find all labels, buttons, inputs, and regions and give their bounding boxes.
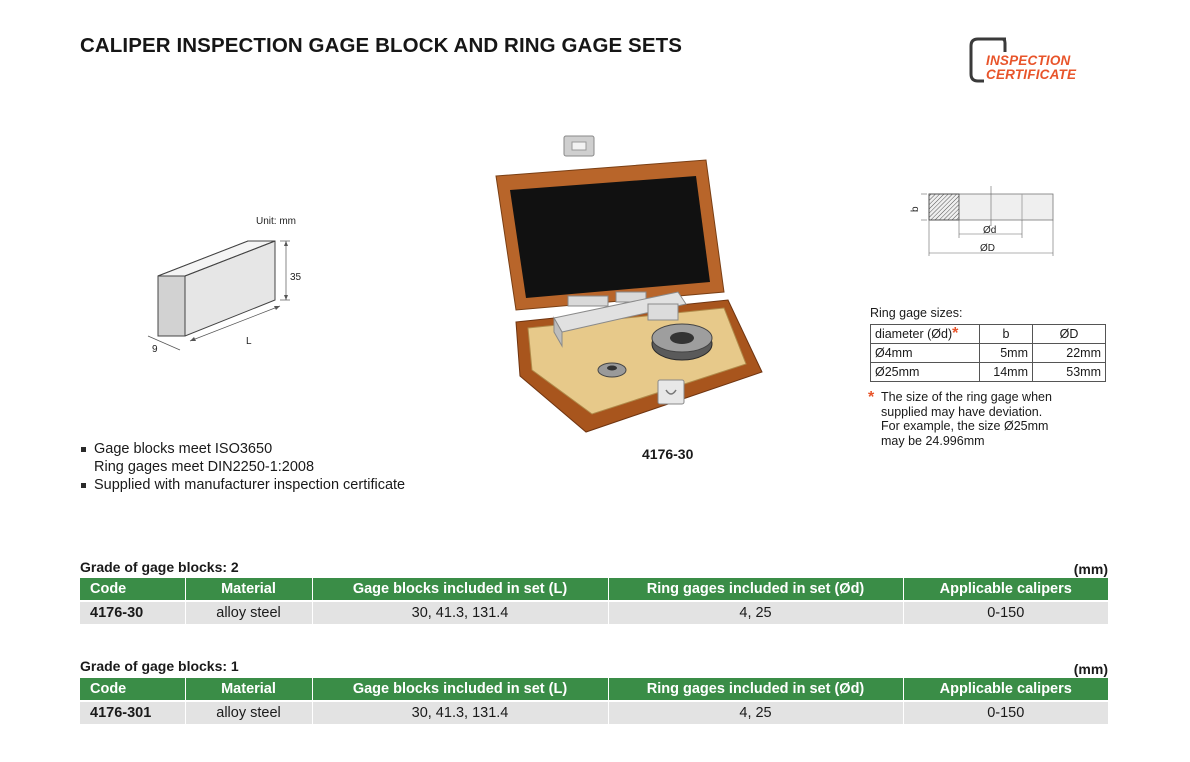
table-row: 4176-30 alloy steel 30, 41.3, 131.4 4, 2…: [80, 600, 1108, 624]
badge-line-1: INSPECTION: [986, 53, 1071, 68]
cell-code: 4176-30: [80, 600, 185, 624]
table-cell: 53mm: [1032, 362, 1106, 382]
header-material: Material: [184, 578, 312, 601]
list-item: Supplied with manufacturer inspection ce…: [80, 476, 405, 494]
grade-1-label: Grade of gage blocks: 1: [80, 658, 239, 674]
cell-material: alloy steel: [184, 700, 312, 724]
grade-2-spec-table: Code Material Gage blocks included in se…: [80, 578, 1108, 624]
outer-diameter-label: ØD: [980, 243, 995, 254]
feature-list: Gage blocks meet ISO3650 Ring gages meet…: [80, 440, 405, 494]
note-line: may be 24.996mm: [881, 433, 985, 448]
header-gage-blocks: Gage blocks included in set (L): [311, 578, 608, 601]
bullet-icon: [81, 483, 86, 488]
badge-line-2: CERTIFICATE: [986, 67, 1077, 82]
list-item: Gage blocks meet ISO3650: [80, 440, 405, 458]
header-material: Material: [184, 678, 312, 701]
grade-1-spec-table: Code Material Gage blocks included in se…: [80, 678, 1108, 724]
cell-ring-gages: 4, 25: [607, 700, 903, 724]
table-row: 4176-301 alloy steel 30, 41.3, 131.4 4, …: [80, 700, 1108, 724]
product-caption: 4176-30: [642, 446, 694, 462]
list-item: Ring gages meet DIN2250-1:2008: [94, 459, 315, 475]
cell-applicable-calipers: 0-150: [902, 600, 1108, 624]
header-ring-gages: Ring gages included in set (Ød): [607, 678, 903, 701]
table-row: Ø4mm 5mm 22mm: [870, 343, 1106, 363]
header-code: Code: [80, 678, 185, 701]
ring-sizes-table: diameter (Ød)* b ØD Ø4mm 5mm 22mm Ø25mm …: [870, 324, 1106, 382]
table-cell: Ø4mm: [870, 343, 980, 363]
note-line: For example, the size Ø25mm: [881, 419, 1049, 433]
table-cell: 22mm: [1032, 343, 1106, 363]
header-code: Code: [80, 578, 185, 601]
ring-sizes-header-row: diameter (Ød)* b ØD: [870, 324, 1106, 344]
ring-sizes-header-diameter: diameter (Ød)*: [870, 324, 980, 344]
inspection-certificate-badge: INSPECTION CERTIFICATE: [968, 36, 1113, 86]
header-gage-blocks: Gage blocks included in set (L): [311, 678, 608, 701]
table-header-row: Code Material Gage blocks included in se…: [80, 578, 1108, 601]
ring-sizes-header-od: ØD: [1032, 324, 1106, 344]
ring-sizes-label: Ring gage sizes:: [870, 306, 963, 320]
header-applicable-calipers: Applicable calipers: [902, 678, 1108, 701]
table-row: Ø25mm 14mm 53mm: [870, 362, 1106, 382]
width-dimension-label: 9: [152, 344, 158, 355]
header-ring-gages: Ring gages included in set (Ød): [607, 578, 903, 601]
certificate-frame-icon: [969, 37, 1007, 83]
product-case-photo: [495, 135, 763, 433]
height-dimension-label: 35: [290, 272, 302, 283]
cell-applicable-calipers: 0-150: [902, 700, 1108, 724]
ring-gage-deviation-note: * The size of the ring gage when supplie…: [868, 390, 1052, 448]
note-line: supplied may have deviation.: [881, 404, 1043, 419]
bore-diameter-label: Ød: [983, 225, 996, 236]
bullet-icon: [81, 447, 86, 452]
ring-sizes-header-b: b: [979, 324, 1033, 344]
ring-gage-section-drawing: b Ød ØD: [910, 186, 1054, 256]
unit-label: Unit: mm: [256, 216, 296, 227]
asterisk-icon: *: [952, 325, 959, 342]
b-dimension-label: b: [910, 206, 921, 212]
cell-gage-blocks: 30, 41.3, 131.4: [311, 700, 608, 724]
length-dimension-label: L: [246, 336, 252, 347]
table-cell: 5mm: [979, 343, 1033, 363]
header-applicable-calipers: Applicable calipers: [902, 578, 1108, 601]
asterisk-icon: *: [868, 389, 875, 406]
grade-1-unit: (mm): [1073, 661, 1108, 677]
table-cell: 14mm: [979, 362, 1033, 382]
cell-material: alloy steel: [184, 600, 312, 624]
cell-code: 4176-301: [80, 700, 185, 724]
table-header-row: Code Material Gage blocks included in se…: [80, 678, 1108, 701]
note-line: The size of the ring gage when: [881, 390, 1052, 404]
page-title: CALIPER INSPECTION GAGE BLOCK AND RING G…: [80, 34, 683, 57]
gage-block-drawing: 35 L 9 Unit: mm: [147, 216, 302, 355]
cell-gage-blocks: 30, 41.3, 131.4: [311, 600, 608, 624]
grade-2-unit: (mm): [1073, 561, 1108, 577]
table-cell: Ø25mm: [870, 362, 980, 382]
grade-2-label: Grade of gage blocks: 2: [80, 559, 239, 575]
cell-ring-gages: 4, 25: [607, 600, 903, 624]
